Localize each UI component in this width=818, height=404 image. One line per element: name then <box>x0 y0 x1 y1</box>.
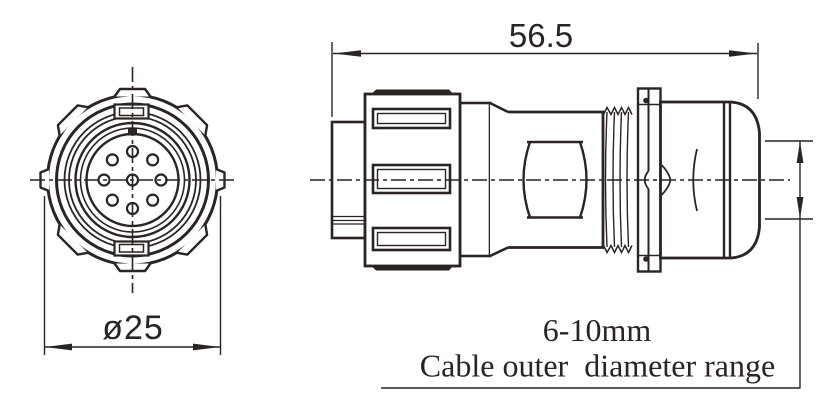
flange-dot-top <box>643 97 649 104</box>
chamfer-edges <box>489 101 509 258</box>
grip-foot-bottom <box>371 265 454 271</box>
pin <box>105 153 119 167</box>
arrowhead-left <box>333 50 361 57</box>
length-value: 56.5 <box>509 17 573 54</box>
cable-range-dimension <box>381 140 813 389</box>
latch-top-inner <box>118 107 145 117</box>
grip-slot-middle-inner <box>376 168 447 190</box>
front-view: ø25 <box>30 67 236 355</box>
grip-foot-top <box>371 89 454 95</box>
extension-lines <box>765 140 813 220</box>
flange-dot-bottom <box>643 256 649 262</box>
bayonet-latches <box>113 103 150 257</box>
grip-slot-bottom-inner <box>376 231 447 247</box>
mating-key-lines <box>332 215 365 225</box>
thread-crests-top <box>602 105 633 117</box>
tab-sw <box>56 224 89 256</box>
diameter-dimension: ø25 <box>43 196 222 355</box>
thread-crests-bottom <box>602 243 633 255</box>
pin <box>105 193 119 207</box>
cable-range-caption: Cable outer diameter range <box>420 348 775 384</box>
arrowhead-up <box>796 141 804 163</box>
sleeve-edges <box>527 140 583 219</box>
side-view: 56.5 6-10mm Cable outer diameter range <box>310 17 813 389</box>
arrowhead-left <box>45 343 72 351</box>
tab-ne <box>176 104 209 136</box>
arrowhead-right <box>193 343 220 351</box>
cable-range-value: 6-10mm <box>543 312 652 348</box>
pin <box>146 153 160 167</box>
tab-nw <box>56 104 89 136</box>
grip-slot-top <box>371 107 452 130</box>
grip-slot-top-inner <box>376 112 447 125</box>
diameter-value: ø25 <box>102 309 164 347</box>
tab-se <box>176 224 209 256</box>
arrowhead-right <box>729 50 757 57</box>
pin <box>146 193 160 207</box>
arrowhead-down <box>796 197 804 219</box>
flange-step-lines <box>638 103 661 257</box>
latch-bottom-inner <box>118 243 145 253</box>
length-dimension: 56.5 <box>331 17 759 117</box>
grip-slot-bottom <box>371 226 452 252</box>
